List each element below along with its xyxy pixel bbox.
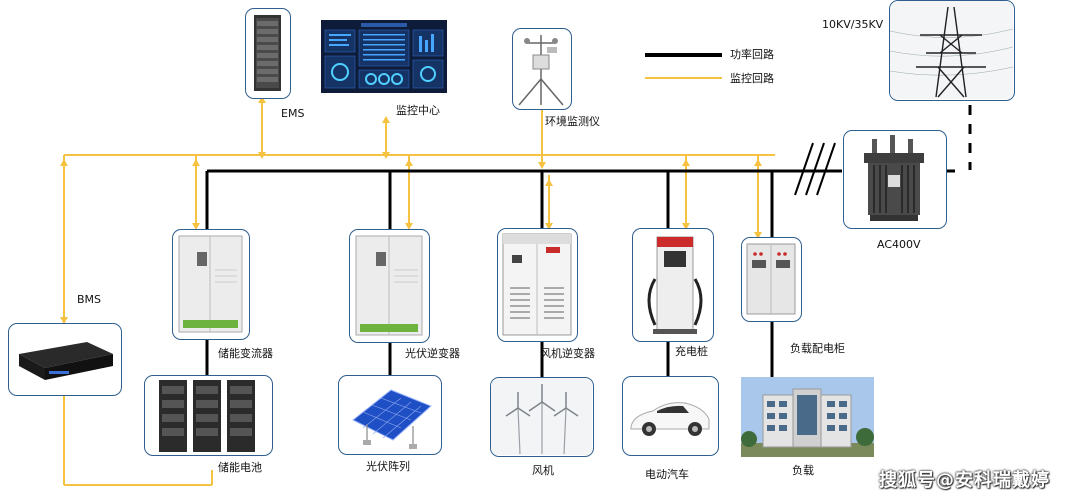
load-node[interactable] xyxy=(741,377,874,457)
break-marks xyxy=(794,142,836,196)
dashboard-screen-icon xyxy=(321,20,447,93)
charger-label: 充电桩 xyxy=(675,345,708,358)
electric-car-icon xyxy=(630,402,710,436)
wind-turbine-icon xyxy=(491,378,592,455)
monitor-center-label: 监控中心 xyxy=(396,104,440,117)
watermark: 搜狐号@安科瑞戴婷 xyxy=(879,470,1050,491)
pv-array-node[interactable] xyxy=(338,375,442,455)
pv-inverter-node[interactable] xyxy=(349,229,430,343)
inverter-cabinet-icon xyxy=(502,233,572,336)
bms-label: BMS xyxy=(77,293,102,306)
server-rack-icon xyxy=(254,15,281,91)
weather-station-icon xyxy=(518,35,564,106)
ev-node[interactable] xyxy=(622,376,719,456)
bms-node[interactable] xyxy=(8,323,122,396)
pv-array-label: 光伏阵列 xyxy=(366,460,410,473)
storage-battery-label: 储能电池 xyxy=(218,461,262,474)
bms-device-icon xyxy=(19,342,113,380)
office-building-icon xyxy=(741,377,874,457)
env-monitor-node[interactable] xyxy=(512,28,572,110)
legend-power-label: 功率回路 xyxy=(730,48,774,61)
ems-node[interactable] xyxy=(245,8,291,99)
transformer-node[interactable] xyxy=(843,130,947,229)
charger-node[interactable] xyxy=(632,228,714,342)
storage-converter-node[interactable] xyxy=(172,229,250,340)
transmission-tower-icon xyxy=(890,1,1013,99)
wind-inverter-node[interactable] xyxy=(497,228,578,342)
load-label: 负载 xyxy=(792,464,814,477)
distribution-cabinet-icon xyxy=(746,243,796,315)
ev-label: 电动汽车 xyxy=(645,468,689,481)
ev-charger-icon xyxy=(647,236,703,334)
legend-monitor-label: 监控回路 xyxy=(730,72,774,85)
grid-voltage-label: 10KV/35KV xyxy=(822,18,884,31)
ems-label: EMS xyxy=(281,107,305,120)
battery-rack-icon xyxy=(159,380,255,452)
cabinet-icon xyxy=(178,235,243,333)
wind-inverter-label: 风机逆变器 xyxy=(540,347,595,360)
grid-tower-node[interactable] xyxy=(889,0,1015,101)
wind-turbine-node[interactable] xyxy=(490,377,594,457)
cabinet-icon xyxy=(355,235,423,336)
storage-battery-node[interactable] xyxy=(144,375,273,456)
storage-converter-label: 储能变流器 xyxy=(218,347,273,360)
power-lines xyxy=(205,169,955,377)
transformer-label: AC400V xyxy=(877,238,921,251)
env-monitor-label: 环境监测仪 xyxy=(545,115,600,128)
load-cabinet-node[interactable] xyxy=(741,237,802,322)
transformer-icon xyxy=(864,135,924,221)
solar-panel-icon xyxy=(352,389,432,449)
pv-inverter-label: 光伏逆变器 xyxy=(405,347,460,360)
monitor-center-node[interactable] xyxy=(321,20,447,93)
load-cabinet-label: 负载配电柜 xyxy=(790,342,845,355)
wind-turbine-label: 风机 xyxy=(532,464,554,477)
